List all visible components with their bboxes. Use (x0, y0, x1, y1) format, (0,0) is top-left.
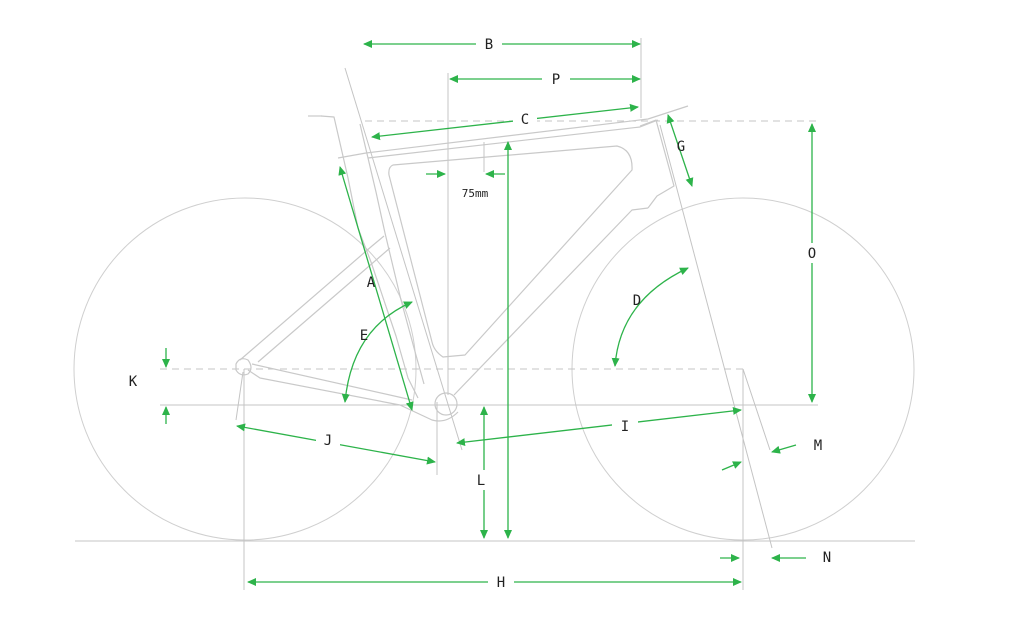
label-i: I (621, 419, 629, 435)
dim-d-arc (611, 267, 689, 367)
label-h: H (497, 575, 505, 591)
label-e: E (360, 328, 368, 344)
label-c: C (521, 112, 529, 128)
dim-g-arrow (666, 114, 694, 187)
dim-m-arrow (771, 444, 797, 454)
head-tube (639, 119, 675, 209)
label-75mm: 75mm (462, 187, 489, 200)
dimensions (162, 40, 816, 586)
labels: B P C G O D A E K I J M L N H 75mm (129, 34, 831, 592)
dim-e-arc (341, 301, 413, 403)
label-d: D (633, 293, 641, 309)
dim-m-arrow-left (721, 461, 742, 471)
dim-c-arrow (371, 103, 639, 141)
label-m: M (814, 438, 822, 454)
label-k: K (129, 374, 138, 390)
label-g: G (677, 139, 685, 155)
label-o: O (808, 246, 816, 262)
label-p: P (552, 72, 560, 88)
dropout (235, 358, 252, 376)
bike-outline (73, 38, 915, 590)
bottom-bracket (434, 392, 458, 416)
label-b: B (485, 37, 493, 53)
top-tube-lower (367, 119, 659, 159)
head-angle-line (659, 124, 773, 549)
label-n: N (823, 550, 831, 566)
chain-stay (247, 363, 459, 422)
label-a: A (367, 275, 376, 291)
front-triangle-window (388, 145, 633, 358)
fork-rake-leg (742, 368, 771, 451)
rear-axle-drop-leg (235, 371, 244, 421)
label-l: L (477, 473, 485, 489)
label-j: J (324, 433, 332, 449)
down-tube (453, 207, 649, 396)
dim-i-arrow (456, 406, 742, 447)
